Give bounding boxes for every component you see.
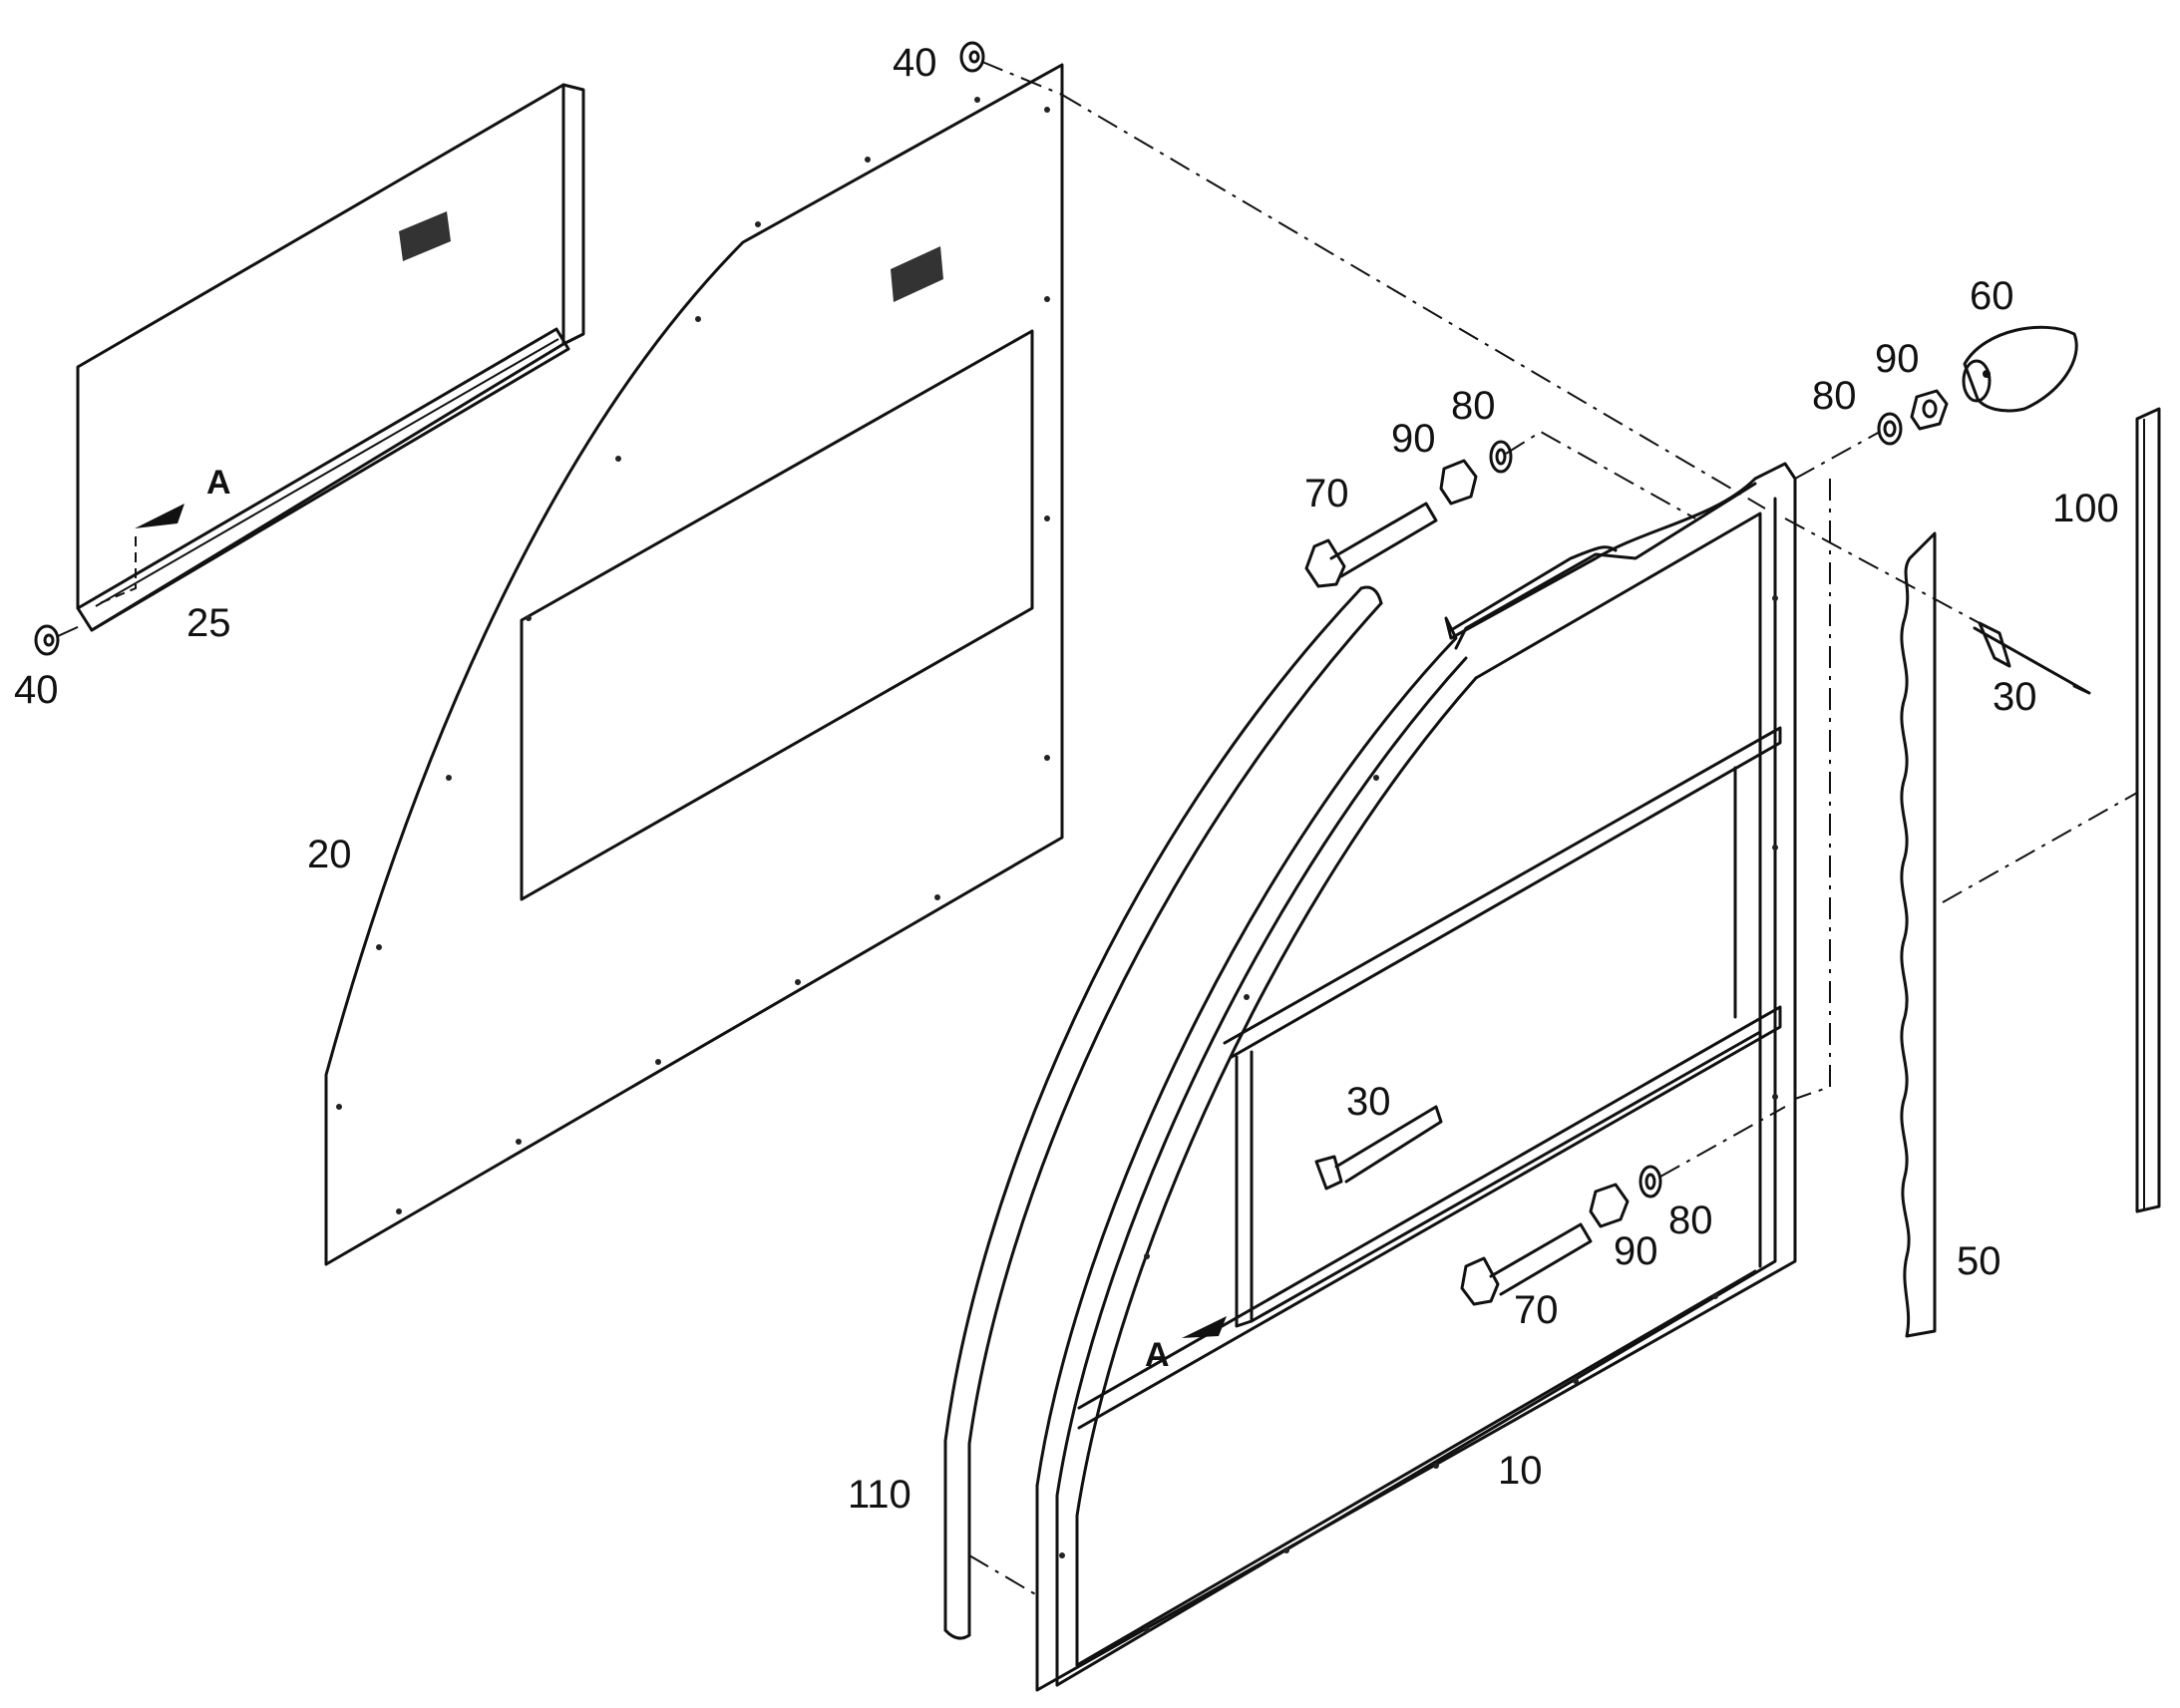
washer-part-40-left bbox=[34, 624, 60, 656]
bolt-part-70-bottom bbox=[1460, 1222, 1593, 1306]
view-a-arrow-top bbox=[135, 504, 184, 528]
vent-grille-small bbox=[399, 211, 451, 261]
label-view-a-top: A bbox=[206, 464, 231, 502]
label-part-80-top-right: 80 bbox=[1812, 374, 1857, 418]
label-part-110: 110 bbox=[848, 1473, 911, 1517]
label-part-40-top: 40 bbox=[893, 41, 937, 85]
weatherstrip-part-50 bbox=[1900, 531, 1937, 1338]
label-part-10: 10 bbox=[1498, 1449, 1543, 1493]
washer-part-40-top bbox=[959, 41, 985, 73]
seal-strip-part-110 bbox=[943, 585, 1383, 1640]
label-part-50: 50 bbox=[1957, 1239, 2001, 1283]
label-view-a-bottom: A bbox=[1145, 1336, 1170, 1374]
label-part-60: 60 bbox=[1970, 274, 2014, 318]
washer-nut-set-top-right bbox=[1877, 389, 1949, 446]
label-part-90-bottom: 90 bbox=[1614, 1229, 1658, 1273]
label-part-70-bottom: 70 bbox=[1514, 1288, 1559, 1332]
view-a-arrow-bottom bbox=[1182, 1316, 1227, 1338]
panel-part-20 bbox=[324, 63, 1064, 1266]
label-part-90-top-left: 90 bbox=[1391, 417, 1436, 461]
label-part-40-left: 40 bbox=[14, 668, 59, 712]
assembly-lines bbox=[57, 61, 2138, 1596]
vent-grille-large bbox=[891, 246, 943, 302]
rivet-part-30-middle bbox=[1314, 1105, 1443, 1191]
panel-part-25 bbox=[76, 83, 585, 632]
cap-part-60 bbox=[1962, 325, 2078, 413]
door-frame-part-10 bbox=[1035, 462, 1797, 1692]
rail-part-100 bbox=[2135, 407, 2161, 1213]
label-part-30-right: 30 bbox=[1993, 675, 2037, 719]
label-part-70-top: 70 bbox=[1304, 472, 1349, 515]
label-part-25: 25 bbox=[186, 601, 231, 645]
label-part-90-top-right: 90 bbox=[1875, 337, 1920, 381]
label-part-100: 100 bbox=[2052, 487, 2119, 530]
nut-washer-set-top bbox=[1439, 440, 1513, 506]
label-part-20: 20 bbox=[307, 833, 352, 876]
label-part-80-bottom: 80 bbox=[1668, 1198, 1713, 1242]
nut-washer-set-bottom bbox=[1589, 1165, 1662, 1228]
rivet-part-30-right bbox=[1973, 621, 2091, 695]
bolt-part-70-top bbox=[1304, 502, 1438, 588]
label-part-30-middle: 30 bbox=[1346, 1080, 1391, 1124]
label-part-80-top-left: 80 bbox=[1451, 384, 1496, 428]
